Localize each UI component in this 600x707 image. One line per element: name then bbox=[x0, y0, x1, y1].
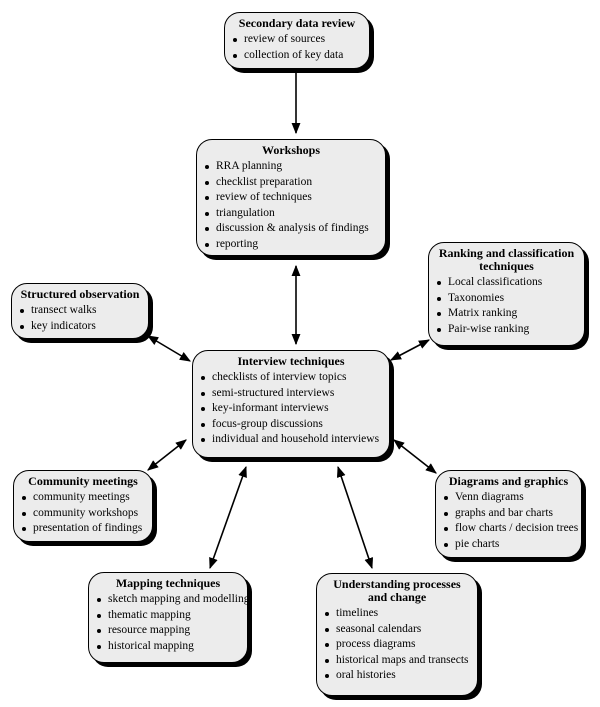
list-item: community meetings bbox=[22, 490, 146, 506]
list-item: checklist preparation bbox=[205, 175, 379, 191]
box-title: Community meetings bbox=[28, 474, 138, 488]
box-title: Structured observation bbox=[20, 287, 140, 301]
arrow-structured-interview bbox=[147, 335, 191, 362]
box-title: Understanding processes and change bbox=[333, 577, 461, 604]
list-item: graphs and bar charts bbox=[444, 506, 575, 522]
list-item: key indicators bbox=[20, 319, 142, 335]
list-item: historical mapping bbox=[97, 639, 241, 655]
box-title: Secondary data review bbox=[238, 16, 356, 30]
list-item: focus-group discussions bbox=[201, 417, 383, 433]
arrow-diagrams-interview bbox=[393, 439, 437, 474]
list-item: collection of key data bbox=[233, 48, 363, 64]
understanding-processes-box: Understanding processes and change timel… bbox=[316, 573, 478, 696]
mapping-techniques-box: Mapping techniques sketch mapping and mo… bbox=[88, 572, 250, 663]
list-item: triangulation bbox=[205, 206, 379, 222]
list-item: RRA planning bbox=[205, 159, 379, 175]
list-item: reporting bbox=[205, 237, 379, 253]
list-item: sketch mapping and modelling bbox=[97, 592, 250, 608]
list-item: timelines bbox=[325, 606, 471, 622]
list-item: pie charts bbox=[444, 537, 575, 553]
arrow-ranking-interview bbox=[390, 339, 430, 361]
list-item: Matrix ranking bbox=[437, 306, 578, 322]
list-item: transect walks bbox=[20, 303, 142, 319]
list-item: historical maps and transects bbox=[325, 653, 471, 669]
list-item: review of techniques bbox=[205, 190, 379, 206]
list-item: Local classifications bbox=[437, 275, 578, 291]
ranking-classification-box: Ranking and classification techniques Lo… bbox=[428, 242, 585, 346]
list-item: discussion & analysis of findings bbox=[205, 221, 379, 237]
list-item: Venn diagrams bbox=[444, 490, 575, 506]
box-title: Ranking and classification techniques bbox=[438, 246, 575, 273]
box-title: Diagrams and graphics bbox=[448, 474, 569, 488]
list-item: presentation of findings bbox=[22, 521, 146, 537]
list-item: individual and household interviews bbox=[201, 432, 383, 448]
list-item: Pair-wise ranking bbox=[437, 322, 578, 338]
list-item: semi-structured interviews bbox=[201, 386, 383, 402]
list-item: review of sources bbox=[233, 32, 363, 48]
box-title: Mapping techniques bbox=[115, 576, 221, 590]
list-item: oral histories bbox=[325, 668, 471, 684]
list-item: key-informant interviews bbox=[201, 401, 383, 417]
list-item: Taxonomies bbox=[437, 291, 578, 307]
box-title: Interview techniques bbox=[237, 354, 345, 368]
list-item: resource mapping bbox=[97, 623, 241, 639]
list-item: checklists of interview topics bbox=[201, 370, 383, 386]
interview-techniques-box: Interview techniques checklists of inter… bbox=[192, 350, 390, 458]
box-title: Workshops bbox=[261, 143, 321, 157]
list-item: process diagrams bbox=[325, 637, 471, 653]
arrow-community-interview bbox=[147, 439, 187, 471]
arrow-processes-interview bbox=[336, 465, 374, 570]
list-item: seasonal calendars bbox=[325, 622, 471, 638]
list-item: thematic mapping bbox=[97, 608, 241, 624]
list-item: community workshops bbox=[22, 506, 146, 522]
arrow-mapping-interview bbox=[209, 465, 247, 570]
list-item: flow charts / decision trees bbox=[444, 521, 578, 537]
